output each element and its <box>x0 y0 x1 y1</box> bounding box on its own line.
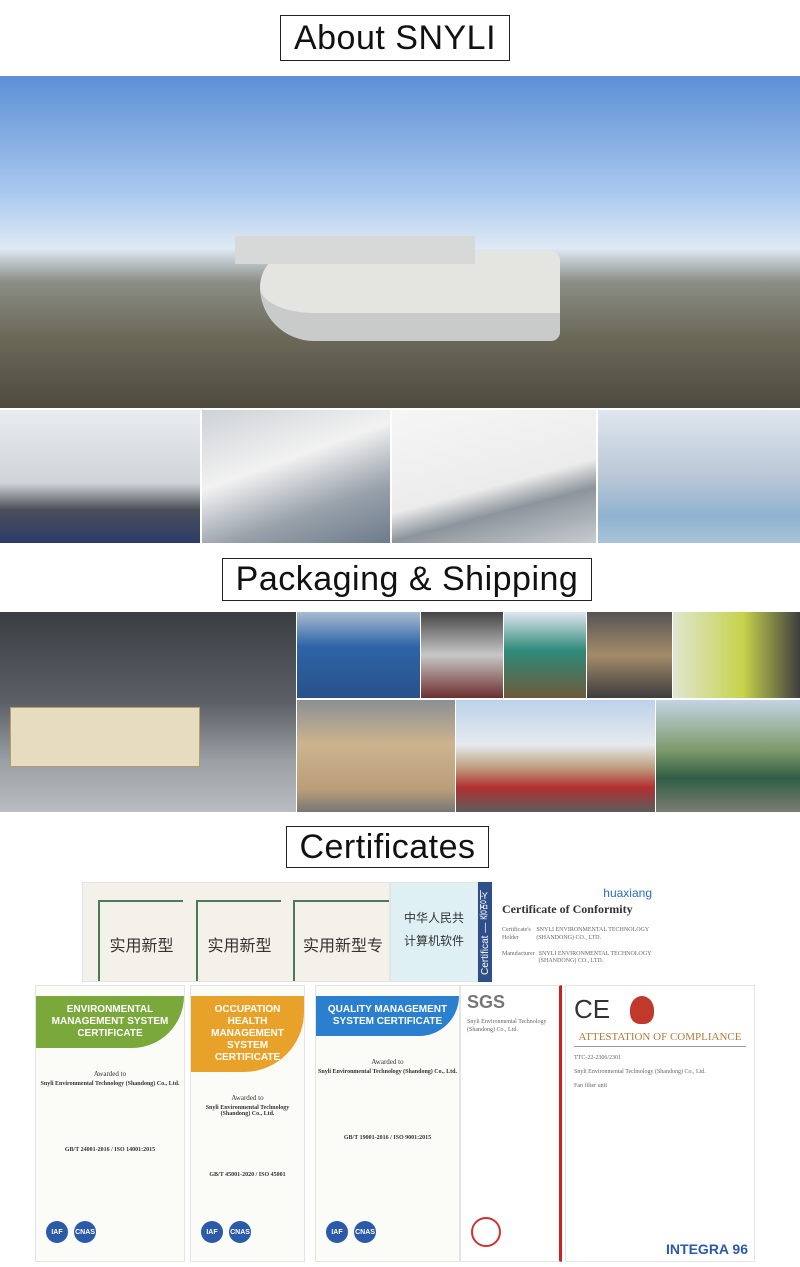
qms-company: Snyli Environmental Technology (Shandong… <box>318 1069 457 1075</box>
certificate-of-conformity: huaxiang Certificate of Conformity Certi… <box>494 882 660 982</box>
factory-building-rear <box>235 236 475 264</box>
cnas-logo: CNAS <box>74 1221 96 1243</box>
patent-certificate-2: 实用新型 <box>196 900 281 981</box>
truck-loading-photo <box>456 700 655 812</box>
ce-attestation: CE ATTESTATION OF COMPLIANCE TTC-22-2306… <box>565 985 755 1262</box>
iaf-logo: IAF <box>326 1221 348 1243</box>
patent-certificates: 实用新型 实用新型 实用新型专 <box>82 882 390 982</box>
container-loading-photo-3 <box>504 612 586 698</box>
factory-panorama-photo <box>0 76 800 408</box>
container-loading-photo-1 <box>297 612 420 698</box>
environmental-certificate: ENVIRONMENTAL MANAGEMENT SYSTEM CERTIFIC… <box>35 985 185 1262</box>
container-loading-photo-4 <box>587 612 672 698</box>
warehouse-photo <box>0 612 296 812</box>
iaf-logo: IAF <box>201 1221 223 1243</box>
coc-manufacturer-label: Manufacturer <box>502 950 535 957</box>
coc-title: Certificate of Conformity <box>502 902 633 916</box>
truck-transport-photo <box>656 700 800 812</box>
section-heading-certificates: Certificates <box>286 826 489 868</box>
sgs-company: Snyli Environmental Technology (Shandong… <box>467 1019 547 1033</box>
env-standard: GB/T 24001-2016 / ISO 14001:2015 <box>64 1147 156 1153</box>
ohs-standard: GB/T 45001-2020 / ISO 45001 <box>209 1172 286 1178</box>
coc-holder: SNYLI ENVIRONMENTAL TECHNOLOGY (SHANDONG… <box>536 927 649 941</box>
integra-emblem-icon <box>630 995 655 1024</box>
ce-reference: TTC-22-2306/2301 <box>574 1055 621 1061</box>
huaxiang-logo: huaxiang <box>603 886 652 900</box>
stacked-cartons <box>10 707 200 767</box>
quality-management-certificate: QUALITY MANAGEMENT SYSTEM CERTIFICATE Aw… <box>315 985 460 1262</box>
qms-awarded-to: Awarded to <box>371 1058 404 1066</box>
patent-certificate-3: 实用新型专 <box>293 900 389 981</box>
sgs-stamp <box>471 1217 501 1247</box>
container-loading-photo-2 <box>421 612 503 698</box>
cnas-logo: CNAS <box>354 1221 376 1243</box>
production-machine-photo <box>202 410 390 543</box>
occupation-health-certificate: OCCUPATION HEALTH MANAGEMENT SYSTEM CERT… <box>190 985 305 1262</box>
patent-certificate-1: 实用新型 <box>98 900 183 981</box>
software-cert-line2: 计算机软件 <box>403 934 464 948</box>
ohs-company: Snyli Environmental Technology (Shandong… <box>205 1105 290 1117</box>
factory-building <box>260 251 560 341</box>
ce-applicant: Snyli Environmental Technology (Shandong… <box>574 1068 706 1075</box>
section-heading-about: About SNYLI <box>280 15 510 61</box>
cnas-logo: CNAS <box>229 1221 251 1243</box>
iaf-logo: IAF <box>46 1221 68 1243</box>
container-loading-photo-5 <box>673 612 800 698</box>
env-title: ENVIRONMENTAL MANAGEMENT SYSTEM CERTIFIC… <box>36 996 184 1048</box>
certificate-tab: Certificat — 증명서 <box>478 882 492 982</box>
env-awarded-to: Awarded to <box>93 1070 127 1078</box>
ohs-awarded-to: Awarded to <box>231 1094 264 1102</box>
qms-standard: GB/T 19001-2016 / ISO 9001:2015 <box>343 1135 432 1141</box>
sgs-report: SGS Snyli Environmental Technology (Shan… <box>460 985 562 1262</box>
ce-title: ATTESTATION OF COMPLIANCE <box>574 1031 746 1047</box>
coc-manufacturer: SNYLI ENVIRONMENTAL TECHNOLOGY (SHANDONG… <box>538 950 652 965</box>
software-copyright-certificate: 中华人民共 计算机软件 <box>390 882 478 982</box>
integra-logo: INTEGRA 96 <box>666 1241 748 1257</box>
sgs-logo: SGS <box>467 992 506 1012</box>
pallets-photo <box>297 700 455 812</box>
cleanroom-workshop-photo <box>598 410 800 543</box>
section-heading-packaging: Packaging & Shipping <box>222 558 592 601</box>
meeting-room-photo <box>0 410 200 543</box>
qms-title: QUALITY MANAGEMENT SYSTEM CERTIFICATE <box>316 996 459 1036</box>
ohs-title: OCCUPATION HEALTH MANAGEMENT SYSTEM CERT… <box>191 996 304 1072</box>
ce-product: Fan filter unit <box>574 1082 607 1089</box>
coc-holder-label: Certificate's Holder <box>502 927 531 941</box>
ce-mark: CE <box>574 994 611 1024</box>
filter-media-photo <box>392 410 596 543</box>
env-company: Snyli Environmental Technology (Shandong… <box>40 1081 180 1087</box>
software-cert-line1: 中华人民共 <box>403 911 464 925</box>
